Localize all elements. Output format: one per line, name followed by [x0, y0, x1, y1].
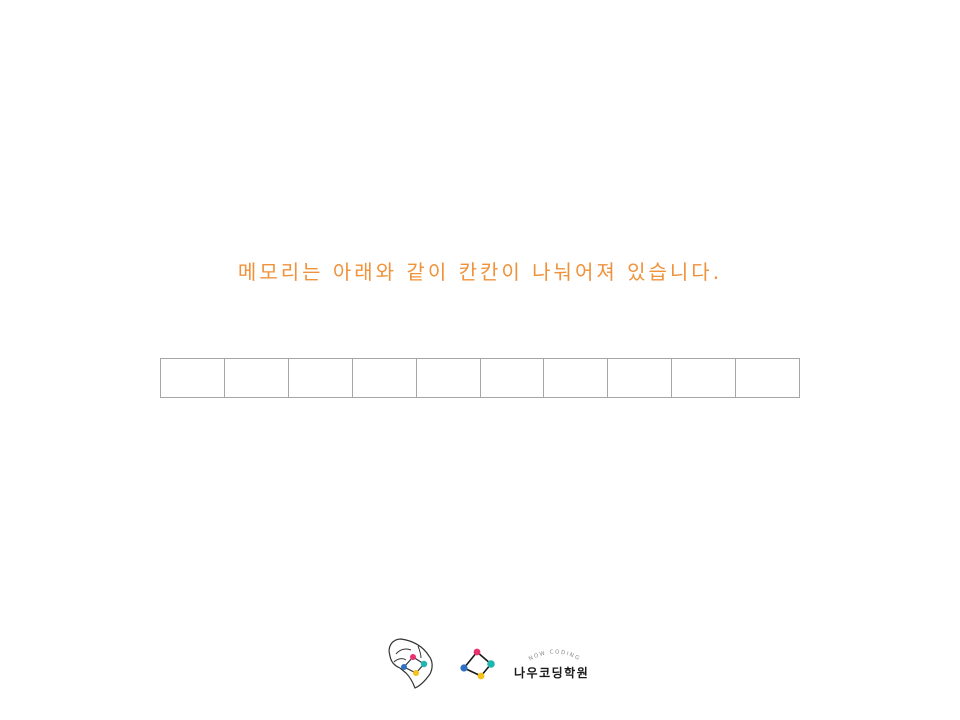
memory-cell — [544, 358, 609, 398]
memory-cell — [352, 358, 417, 398]
memory-cell — [161, 358, 225, 398]
footer-logo: NOW CODING 나우코딩학원 — [384, 636, 604, 692]
memory-cell — [672, 358, 737, 398]
memory-cell — [736, 358, 801, 398]
slide-title: 메모리는 아래와 같이 칸칸이 나눠어져 있습니다. — [237, 260, 723, 284]
footer-logo-graphic: NOW CODING — [388, 638, 581, 689]
brand-tagline: NOW CODING — [528, 649, 581, 662]
memory-cell — [480, 358, 545, 398]
memory-cell — [608, 358, 673, 398]
memory-cell — [416, 358, 481, 398]
node-graph-logo-icon — [460, 648, 495, 680]
brand-name: 나우코딩학원 — [514, 666, 590, 680]
brain-logo-icon — [388, 638, 433, 689]
memory-cell — [288, 358, 353, 398]
memory-strip — [160, 358, 801, 398]
memory-cell — [224, 358, 289, 398]
